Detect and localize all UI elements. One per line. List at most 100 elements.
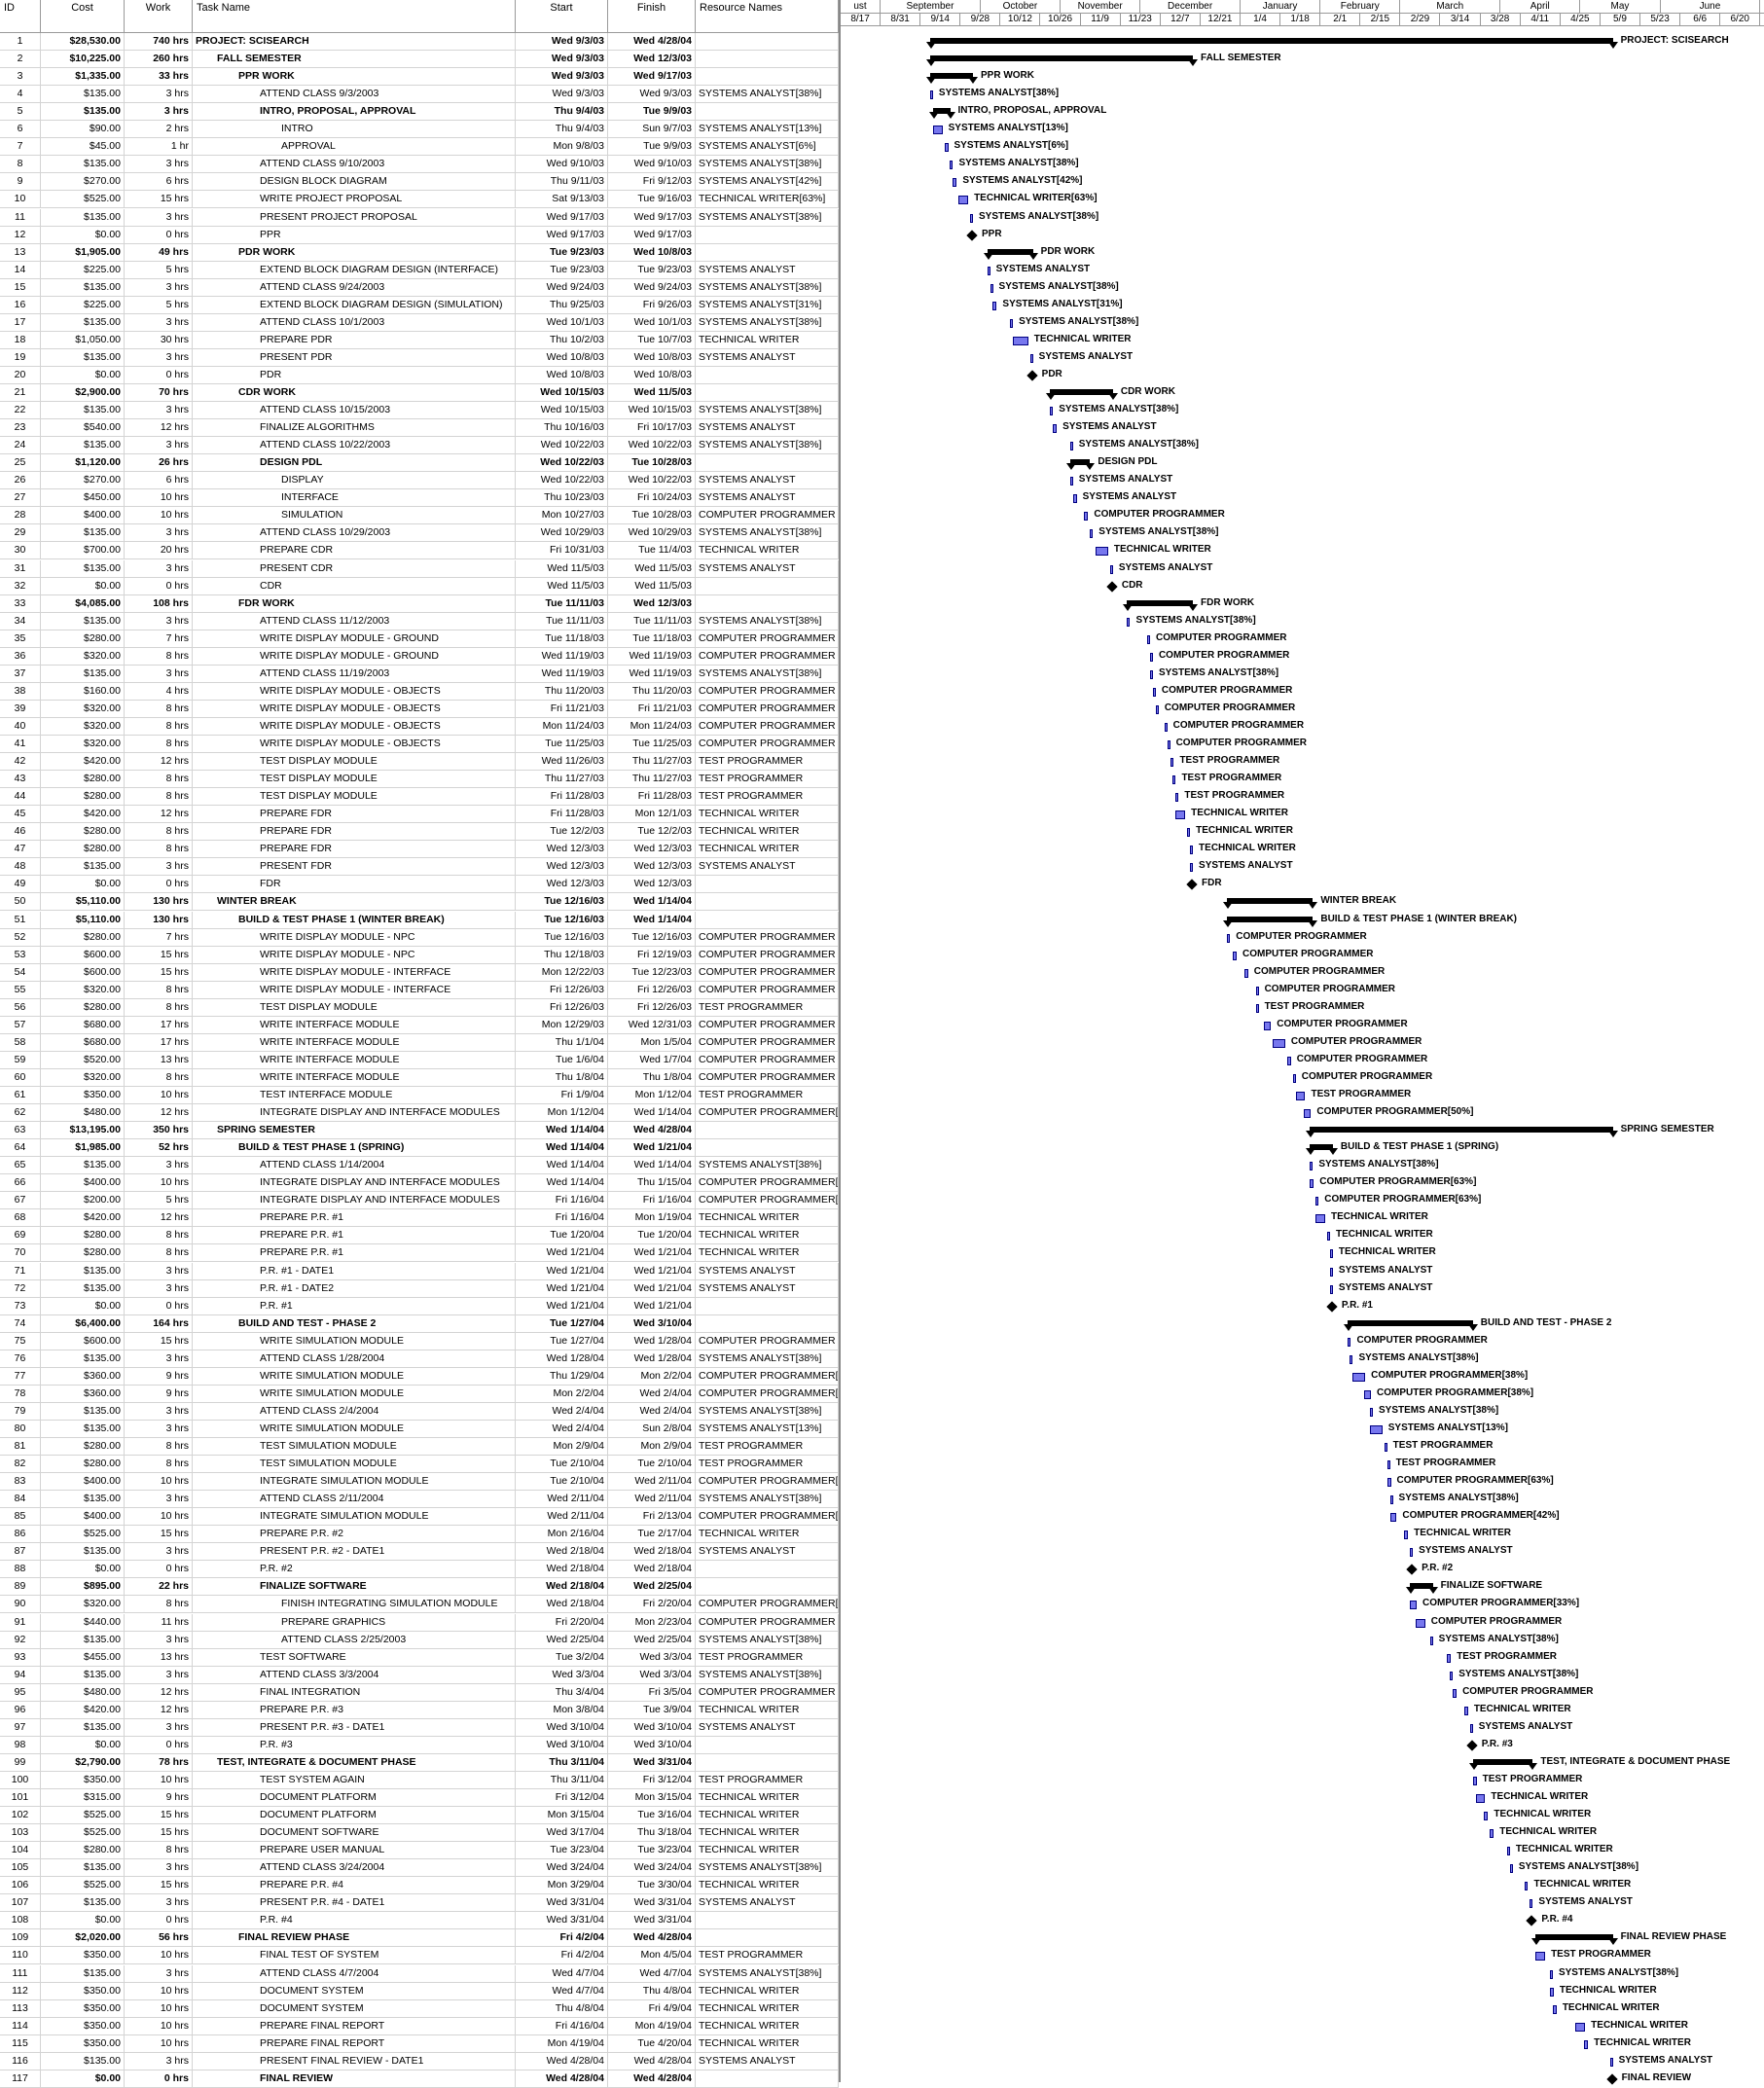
task-bar[interactable] [1190,863,1194,873]
milestone-diamond[interactable] [966,229,978,241]
task-bar[interactable] [1410,1548,1414,1558]
task-bar[interactable] [1415,1618,1425,1628]
column-header-start[interactable]: Start [516,0,608,33]
task-bar[interactable] [1273,1038,1285,1048]
task-bar[interactable] [1152,687,1156,697]
milestone-diamond[interactable] [1526,1915,1538,1927]
task-bar[interactable] [1447,1653,1452,1663]
summary-bar[interactable] [929,73,973,80]
summary-bar[interactable] [1127,599,1194,606]
task-bar[interactable] [1170,758,1174,768]
task-bar[interactable] [1347,1337,1351,1347]
task-bar[interactable] [1286,1056,1291,1065]
task-bar[interactable] [1370,1424,1383,1434]
task-bar[interactable] [992,301,997,310]
task-bar[interactable] [944,143,949,153]
task-bar[interactable] [1304,1109,1312,1119]
task-bar[interactable] [1350,1354,1353,1364]
column-header-id[interactable]: ID [0,0,41,33]
milestone-diamond[interactable] [1406,1564,1418,1576]
task-bar[interactable] [1315,1197,1319,1206]
task-bar[interactable] [1389,1513,1397,1523]
task-bar[interactable] [1450,1671,1454,1680]
task-bar[interactable] [1509,1864,1513,1874]
task-bar[interactable] [1187,828,1191,838]
task-bar[interactable] [1506,1847,1510,1856]
task-bar[interactable] [1255,1003,1259,1013]
milestone-diamond[interactable] [1106,580,1118,593]
task-bar[interactable] [1364,1389,1371,1399]
summary-bar[interactable] [1050,389,1113,395]
task-bar[interactable] [1386,1478,1391,1488]
task-bar[interactable] [1084,512,1089,522]
milestone-diamond[interactable] [1605,2073,1618,2085]
task-bar[interactable] [1453,1688,1458,1698]
task-bar[interactable] [1010,318,1014,328]
task-bar[interactable] [970,213,973,223]
task-bar[interactable] [1029,353,1033,363]
task-bar[interactable] [1243,968,1248,978]
task-bar[interactable] [1389,1495,1393,1505]
summary-bar[interactable] [1535,1934,1613,1941]
column-header-finish[interactable]: Finish [608,0,696,33]
task-bar[interactable] [1329,1267,1333,1277]
task-bar[interactable] [1549,1969,1553,1979]
task-bar[interactable] [1292,1073,1296,1083]
task-bar[interactable] [950,161,954,170]
summary-bar[interactable] [929,38,1613,44]
task-bar[interactable] [1155,704,1159,714]
column-header-resource-names[interactable]: Resource Names [696,0,839,33]
column-header-cost[interactable]: Cost [41,0,125,33]
task-bar[interactable] [1295,1092,1306,1100]
task-bar[interactable] [1127,617,1131,627]
task-bar[interactable] [958,196,969,205]
task-bar[interactable] [929,90,933,100]
task-bar[interactable] [1535,1952,1546,1962]
task-bar[interactable] [1609,2057,1613,2067]
